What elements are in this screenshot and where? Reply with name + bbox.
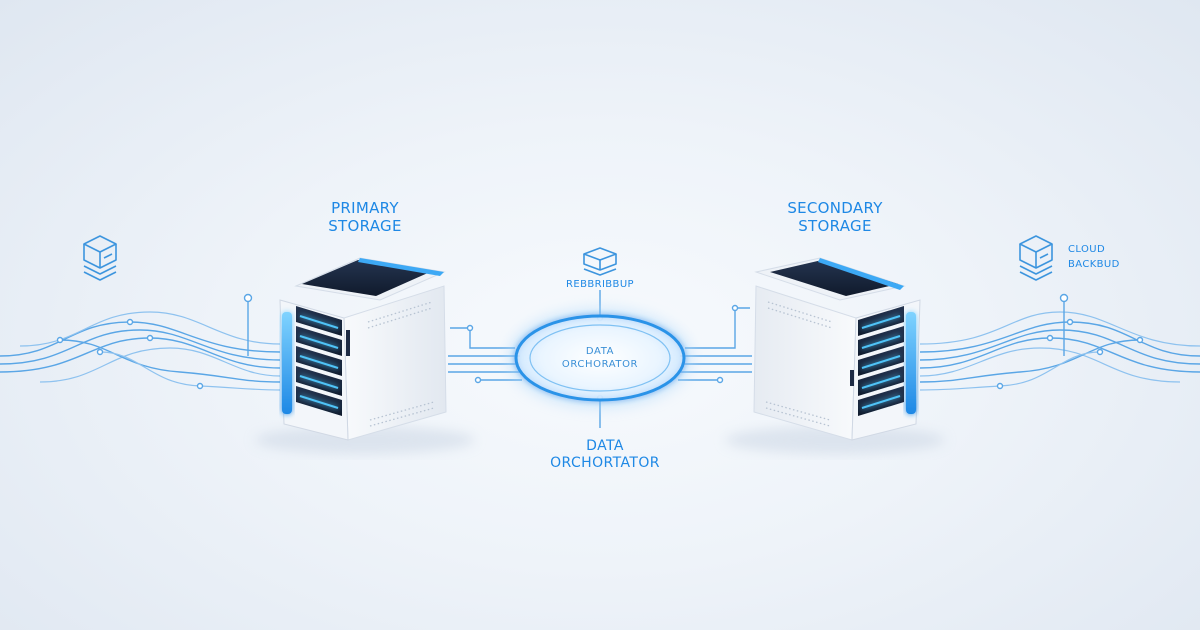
orchestrator-ring: DATA ORCHORATOR — [507, 307, 693, 409]
center-connector-traces — [448, 290, 752, 428]
cloud-backup-label-line2: BACKBUD — [1068, 259, 1120, 270]
primary-storage-label-line1: PRIMARY — [331, 199, 399, 217]
right-circuit-traces — [919, 293, 1200, 391]
primary-storage-server-icon — [279, 257, 447, 441]
secondary-storage-label-line2: STORAGE — [798, 217, 872, 235]
secondary-storage-server-icon — [753, 257, 921, 441]
center-box-icon — [583, 247, 617, 276]
orchestrator-ring-line1: DATA — [586, 346, 614, 357]
orchestrator-ring-line2: ORCHORATOR — [562, 359, 638, 370]
cloud-backup-label-line1: CLOUD — [1068, 244, 1105, 255]
replication-label: REBBRIBBUP — [566, 279, 634, 290]
orchestrator-caption-line1: DATA — [586, 438, 624, 454]
left-box-icon — [83, 235, 117, 281]
right-box-icon — [1019, 235, 1053, 281]
primary-storage-label-line2: STORAGE — [328, 217, 402, 235]
orchestrator-caption-line2: ORCHORTATOR — [550, 455, 660, 471]
left-circuit-traces — [0, 293, 281, 391]
secondary-storage-label-line1: SECONDARY — [787, 199, 883, 217]
